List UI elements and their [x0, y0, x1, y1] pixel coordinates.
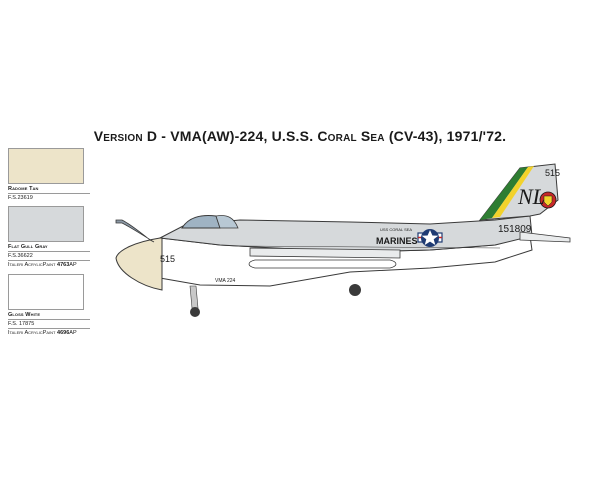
squadron-marking: VMA 224: [215, 278, 236, 284]
fin-green-band: [480, 167, 528, 220]
paint-brand: Italeri AcrylicPaint: [8, 262, 58, 268]
swatch-name: Flat Gull Gray: [8, 244, 90, 252]
canopy-rear: [215, 215, 239, 229]
horizontal-stabilizer: [519, 231, 571, 243]
ship-name: USS CORAL SEA: [380, 227, 412, 232]
swatch-fs-code: F.S.36622: [8, 253, 33, 259]
nose-gear: [189, 285, 199, 309]
version-title: Version D - VMA(AW)-224, U.S.S. Coral Se…: [93, 128, 507, 144]
emblem-shield: [543, 195, 553, 207]
color-swatch-radome-tan: Radome Tan F.S.23619: [8, 148, 90, 201]
panel-line: [239, 245, 501, 249]
paint-number: 4763: [57, 262, 70, 268]
nose-modex: 515: [160, 254, 175, 264]
swatch-fs-code: F.S. 17875: [8, 321, 35, 327]
service-marking: MARINES: [376, 236, 418, 246]
swatch-paint-code: Italeri AcrylicPaint 4763AP: [8, 260, 90, 268]
swatch-radome-tan: [8, 148, 84, 184]
paint-suffix: AP: [69, 262, 77, 268]
nose-wheel: [190, 307, 200, 317]
swatch-name: Radome Tan: [8, 186, 90, 194]
bureau-number: 151809: [498, 224, 532, 235]
fuel-tank: [248, 259, 397, 269]
insignia-star: [421, 230, 439, 245]
color-swatch-gloss-white: Gloss White F.S. 17875 Italeri AcrylicPa…: [8, 274, 90, 336]
tail-code: NL: [517, 184, 545, 209]
radome-nose: [115, 237, 163, 291]
paint-brand: Italeri AcrylicPaint: [8, 330, 58, 336]
refuel-probe: [115, 219, 155, 243]
swatch-flat-gull-gray: [8, 206, 84, 242]
wing-root: [249, 247, 401, 259]
aircraft-side-profile: NL 515 515 151809 MARINES USS CORAL SEA …: [115, 163, 571, 317]
national-insignia: [417, 229, 443, 247]
color-swatch-flat-gull-gray: Flat Gull Gray F.S.36622 Italeri Acrylic…: [8, 206, 90, 268]
paint-number: 4696: [57, 330, 70, 336]
paint-suffix: AP: [69, 330, 77, 336]
canopy: [181, 215, 221, 229]
main-wheel: [349, 284, 361, 296]
swatch-fs-code: F.S.23619: [8, 195, 33, 201]
swatch-name: Gloss White: [8, 312, 90, 320]
fin-yellow-band: [492, 166, 534, 218]
swatch-paint-code: Italeri AcrylicPaint 4696AP: [8, 328, 90, 336]
swatch-gloss-white: [8, 274, 84, 310]
tail-modex: 515: [545, 168, 560, 178]
